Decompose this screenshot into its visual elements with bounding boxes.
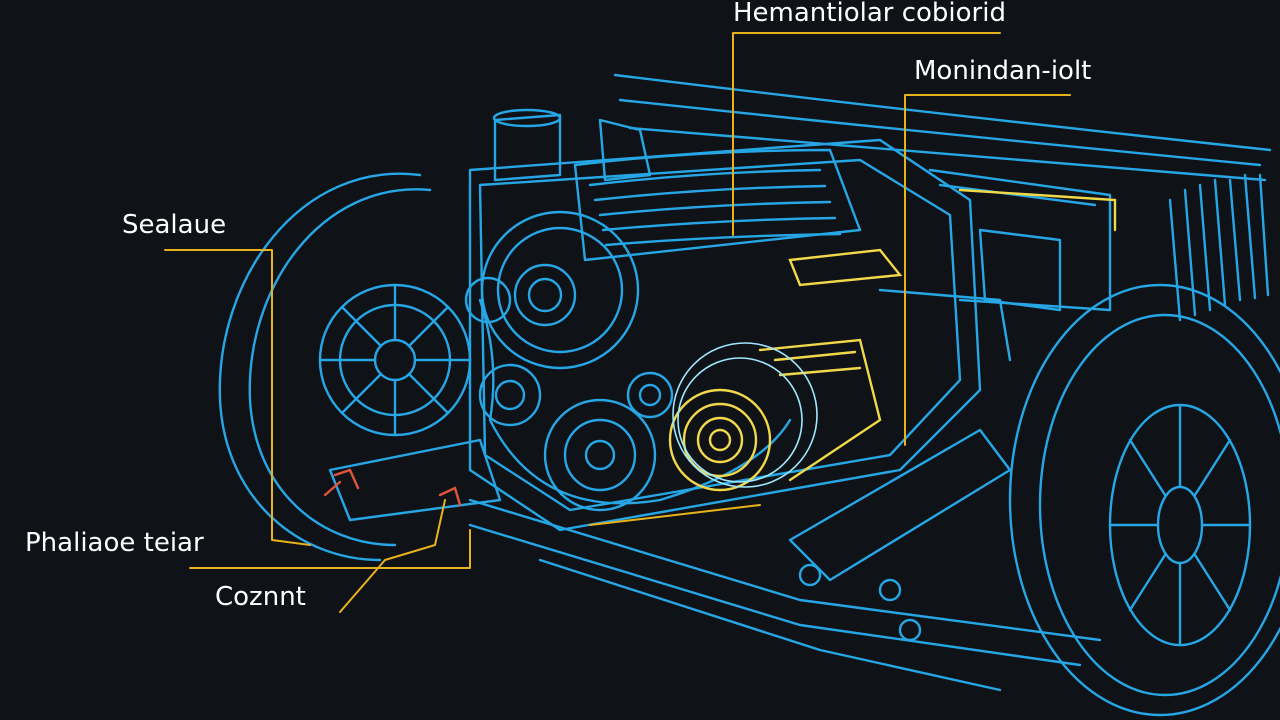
highlighted-component [668, 188, 1117, 492]
accent-marks [323, 468, 462, 507]
suspension [328, 288, 1012, 642]
callout-line-top [732, 32, 1001, 236]
callout-line-right [904, 94, 1071, 446]
callout-line-bottom-left-2 [339, 499, 446, 613]
left-wheel [218, 172, 472, 562]
callout-line-engine-lower [589, 504, 761, 526]
engine-block [468, 108, 1112, 532]
callout-line-bottom-left-1 [189, 529, 471, 569]
callout-label-bottom-left-2: Coznnt [215, 582, 306, 612]
callout-label-top: Hemantiolar cobiorid [733, 0, 1006, 28]
callout-label-right: Monindan-iolt [914, 56, 1092, 86]
callout-label-bottom-left-1: Phaliaoe teiar [25, 528, 204, 558]
callout-line-left [164, 249, 311, 546]
pulleys [464, 210, 792, 512]
callout-label-left: Sealaue [122, 210, 227, 240]
frame-rails [468, 73, 1272, 692]
right-wheel [1008, 283, 1280, 717]
